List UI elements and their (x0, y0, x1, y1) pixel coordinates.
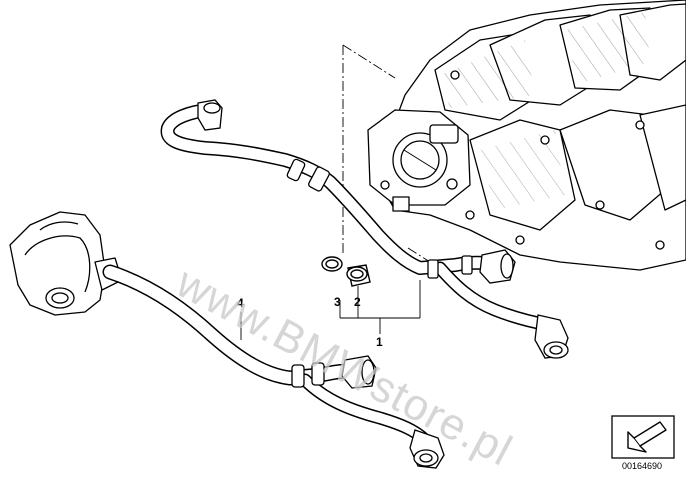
callout-part-1: 1 (376, 335, 383, 349)
callout-part-4: 4 (237, 296, 244, 310)
intake-manifold (367, 0, 686, 271)
lower-vent-hose (102, 264, 432, 447)
direction-indicator (611, 415, 675, 459)
leader-lines (240, 280, 421, 340)
upper-vent-hose (160, 103, 555, 332)
reference-line (342, 44, 431, 263)
o-rings (321, 256, 371, 287)
callout-part-3: 3 (334, 295, 341, 309)
callout-part-2: 2 (354, 295, 361, 309)
filter-housing (9, 211, 123, 316)
diagram-id: 00164690 (622, 461, 663, 471)
lower-hose-fittings (291, 355, 445, 469)
upper-hose-fittings (197, 99, 569, 359)
arrow-down-left-icon (627, 421, 667, 453)
